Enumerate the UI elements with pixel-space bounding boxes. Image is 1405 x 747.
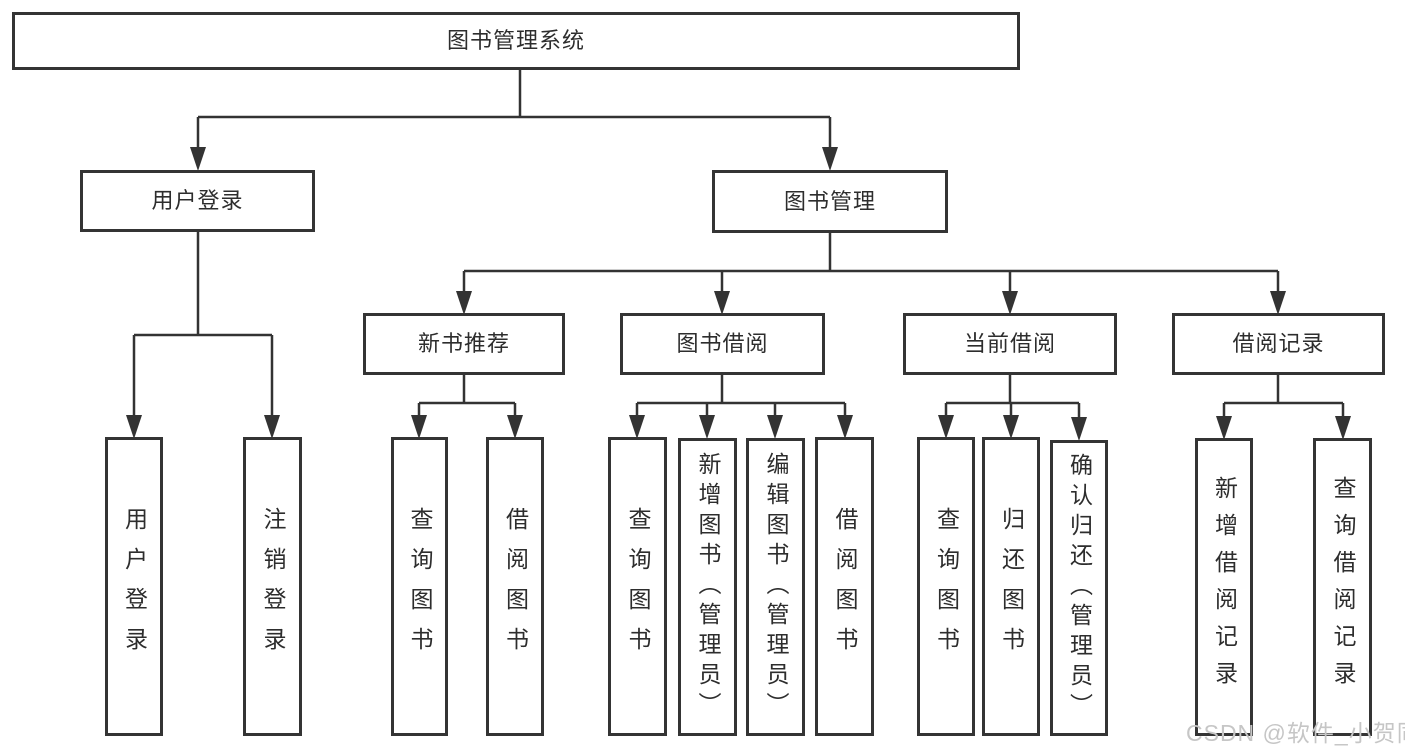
arrowhead	[1071, 417, 1087, 441]
leaf-query-books-1-label: 查询图书	[407, 506, 433, 667]
leaf-return-book-label: 归还图书	[998, 506, 1025, 667]
node-current-borrow-label: 当前借阅	[963, 331, 1056, 356]
node-book-borrow-label: 图书借阅	[676, 331, 769, 356]
arrowhead	[264, 415, 280, 439]
csdn-watermark: CSDN @软件_小贺同学	[1186, 720, 1405, 746]
arrowhead	[411, 415, 427, 439]
node-book-borrow: 图书借阅	[620, 313, 825, 375]
node-new-book-recommend-label: 新书推荐	[417, 331, 510, 356]
node-book-management: 图书管理	[712, 170, 948, 233]
leaf-query-borrow-record-label: 查询借阅记录	[1330, 476, 1356, 698]
arrowhead	[699, 415, 715, 439]
node-root-label: 图书管理系统	[446, 28, 585, 53]
leaf-add-book-admin-label: 新增图书（管理员）	[695, 452, 721, 722]
leaf-add-book-admin: 新增图书（管理员）	[678, 438, 737, 736]
leaf-user-login-label: 用户登录	[121, 506, 148, 667]
leaf-edit-book-admin: 编辑图书（管理员）	[746, 438, 805, 736]
leaf-user-login: 用户登录	[105, 437, 163, 736]
leaf-query-books-3: 查询图书	[917, 437, 975, 736]
leaf-edit-book-admin-label: 编辑图书（管理员）	[763, 452, 789, 722]
node-current-borrow: 当前借阅	[903, 313, 1117, 375]
leaf-query-books-3-label: 查询图书	[933, 506, 960, 667]
arrowhead	[767, 415, 783, 439]
arrowhead	[629, 415, 645, 439]
arrowhead	[126, 415, 142, 439]
leaf-logout-label: 注销登录	[260, 506, 286, 667]
arrowhead	[1335, 416, 1351, 440]
arrowhead	[714, 291, 730, 315]
leaf-confirm-return-admin-label: 确认归还（管理员）	[1066, 453, 1093, 723]
node-user-login-label: 用户登录	[151, 188, 244, 213]
arrowhead	[1216, 416, 1232, 440]
node-book-management-label: 图书管理	[783, 188, 876, 214]
leaf-borrow-books-2: 借阅图书	[815, 437, 874, 736]
arrowhead	[837, 415, 853, 439]
leaf-add-borrow-record-label: 新增借阅记录	[1211, 476, 1238, 698]
node-user-login: 用户登录	[80, 170, 315, 232]
node-root: 图书管理系统	[12, 12, 1020, 70]
leaf-query-books-2: 查询图书	[608, 437, 667, 736]
arrowhead	[456, 291, 472, 315]
leaf-add-borrow-record: 新增借阅记录	[1195, 438, 1253, 736]
leaf-query-books-2-label: 查询图书	[625, 506, 651, 667]
arrowhead	[1002, 291, 1018, 315]
arrowhead	[1270, 291, 1286, 315]
leaf-confirm-return-admin: 确认归还（管理员）	[1050, 440, 1108, 736]
leaf-query-books-1: 查询图书	[391, 437, 448, 736]
node-new-book-recommend: 新书推荐	[363, 313, 565, 375]
arrowhead	[507, 415, 523, 439]
arrowhead	[190, 147, 206, 171]
leaf-borrow-books-1: 借阅图书	[486, 437, 544, 736]
arrowhead	[822, 147, 838, 171]
node-borrow-records: 借阅记录	[1172, 313, 1385, 375]
leaf-logout: 注销登录	[243, 437, 302, 736]
leaf-borrow-books-1-label: 借阅图书	[502, 506, 529, 667]
node-borrow-records-label: 借阅记录	[1232, 331, 1325, 356]
leaf-borrow-books-2-label: 借阅图书	[832, 506, 858, 667]
leaf-return-book: 归还图书	[982, 437, 1040, 736]
leaf-query-borrow-record: 查询借阅记录	[1313, 438, 1372, 736]
arrowhead	[938, 415, 954, 439]
arrowhead	[1003, 415, 1019, 439]
